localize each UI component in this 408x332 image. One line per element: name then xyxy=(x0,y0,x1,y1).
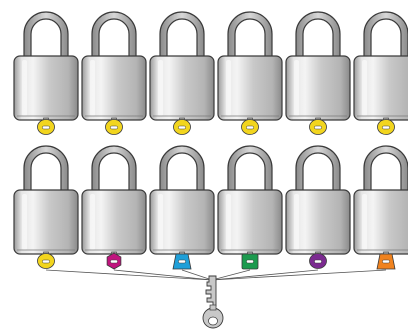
shackle xyxy=(227,145,273,193)
shackle xyxy=(23,145,69,193)
padlock-icon xyxy=(81,145,147,270)
padlock-icon xyxy=(217,11,283,135)
padlock-icon xyxy=(149,11,215,135)
key-head-icon xyxy=(377,117,395,135)
padlock-icon xyxy=(353,11,408,135)
master-keyed-row xyxy=(13,145,408,270)
shackle xyxy=(91,11,137,59)
shackle xyxy=(23,11,69,59)
shackle xyxy=(91,145,137,193)
padlock-icon xyxy=(13,145,79,269)
padlock-icon xyxy=(285,11,351,135)
connector-line xyxy=(211,269,319,281)
key-head-icon xyxy=(37,117,55,135)
connector-line xyxy=(181,269,213,281)
shackle xyxy=(363,145,408,193)
key-head-icon xyxy=(309,117,327,135)
master-key-icon xyxy=(202,275,224,329)
padlock-icon xyxy=(13,11,79,135)
shackle xyxy=(363,11,408,59)
shackle xyxy=(159,11,205,59)
padlock-icon xyxy=(81,11,147,135)
padlock-icon xyxy=(285,145,351,269)
shackle xyxy=(159,145,205,193)
connector-line xyxy=(113,269,213,281)
key-head-icon xyxy=(105,117,123,135)
key-head-icon xyxy=(376,251,396,270)
padlock-grid xyxy=(13,11,408,270)
key-head-icon xyxy=(241,251,259,270)
key-head-icon xyxy=(172,251,192,270)
key-connector-lines xyxy=(45,269,387,281)
padlock-icon xyxy=(149,145,215,270)
keyed-alike-row xyxy=(13,11,408,135)
key-head-icon xyxy=(106,251,122,270)
connector-line xyxy=(45,269,213,281)
shackle xyxy=(227,11,273,59)
key-head-icon xyxy=(37,251,55,269)
key-head-icon xyxy=(309,251,327,269)
key-head-icon xyxy=(173,117,191,135)
padlock-icon xyxy=(217,145,283,270)
key-head-icon xyxy=(241,117,259,135)
shackle xyxy=(295,11,341,59)
shackle xyxy=(295,145,341,193)
connector-line xyxy=(211,269,251,281)
padlock-icon xyxy=(353,145,408,270)
connector-line xyxy=(211,269,387,281)
